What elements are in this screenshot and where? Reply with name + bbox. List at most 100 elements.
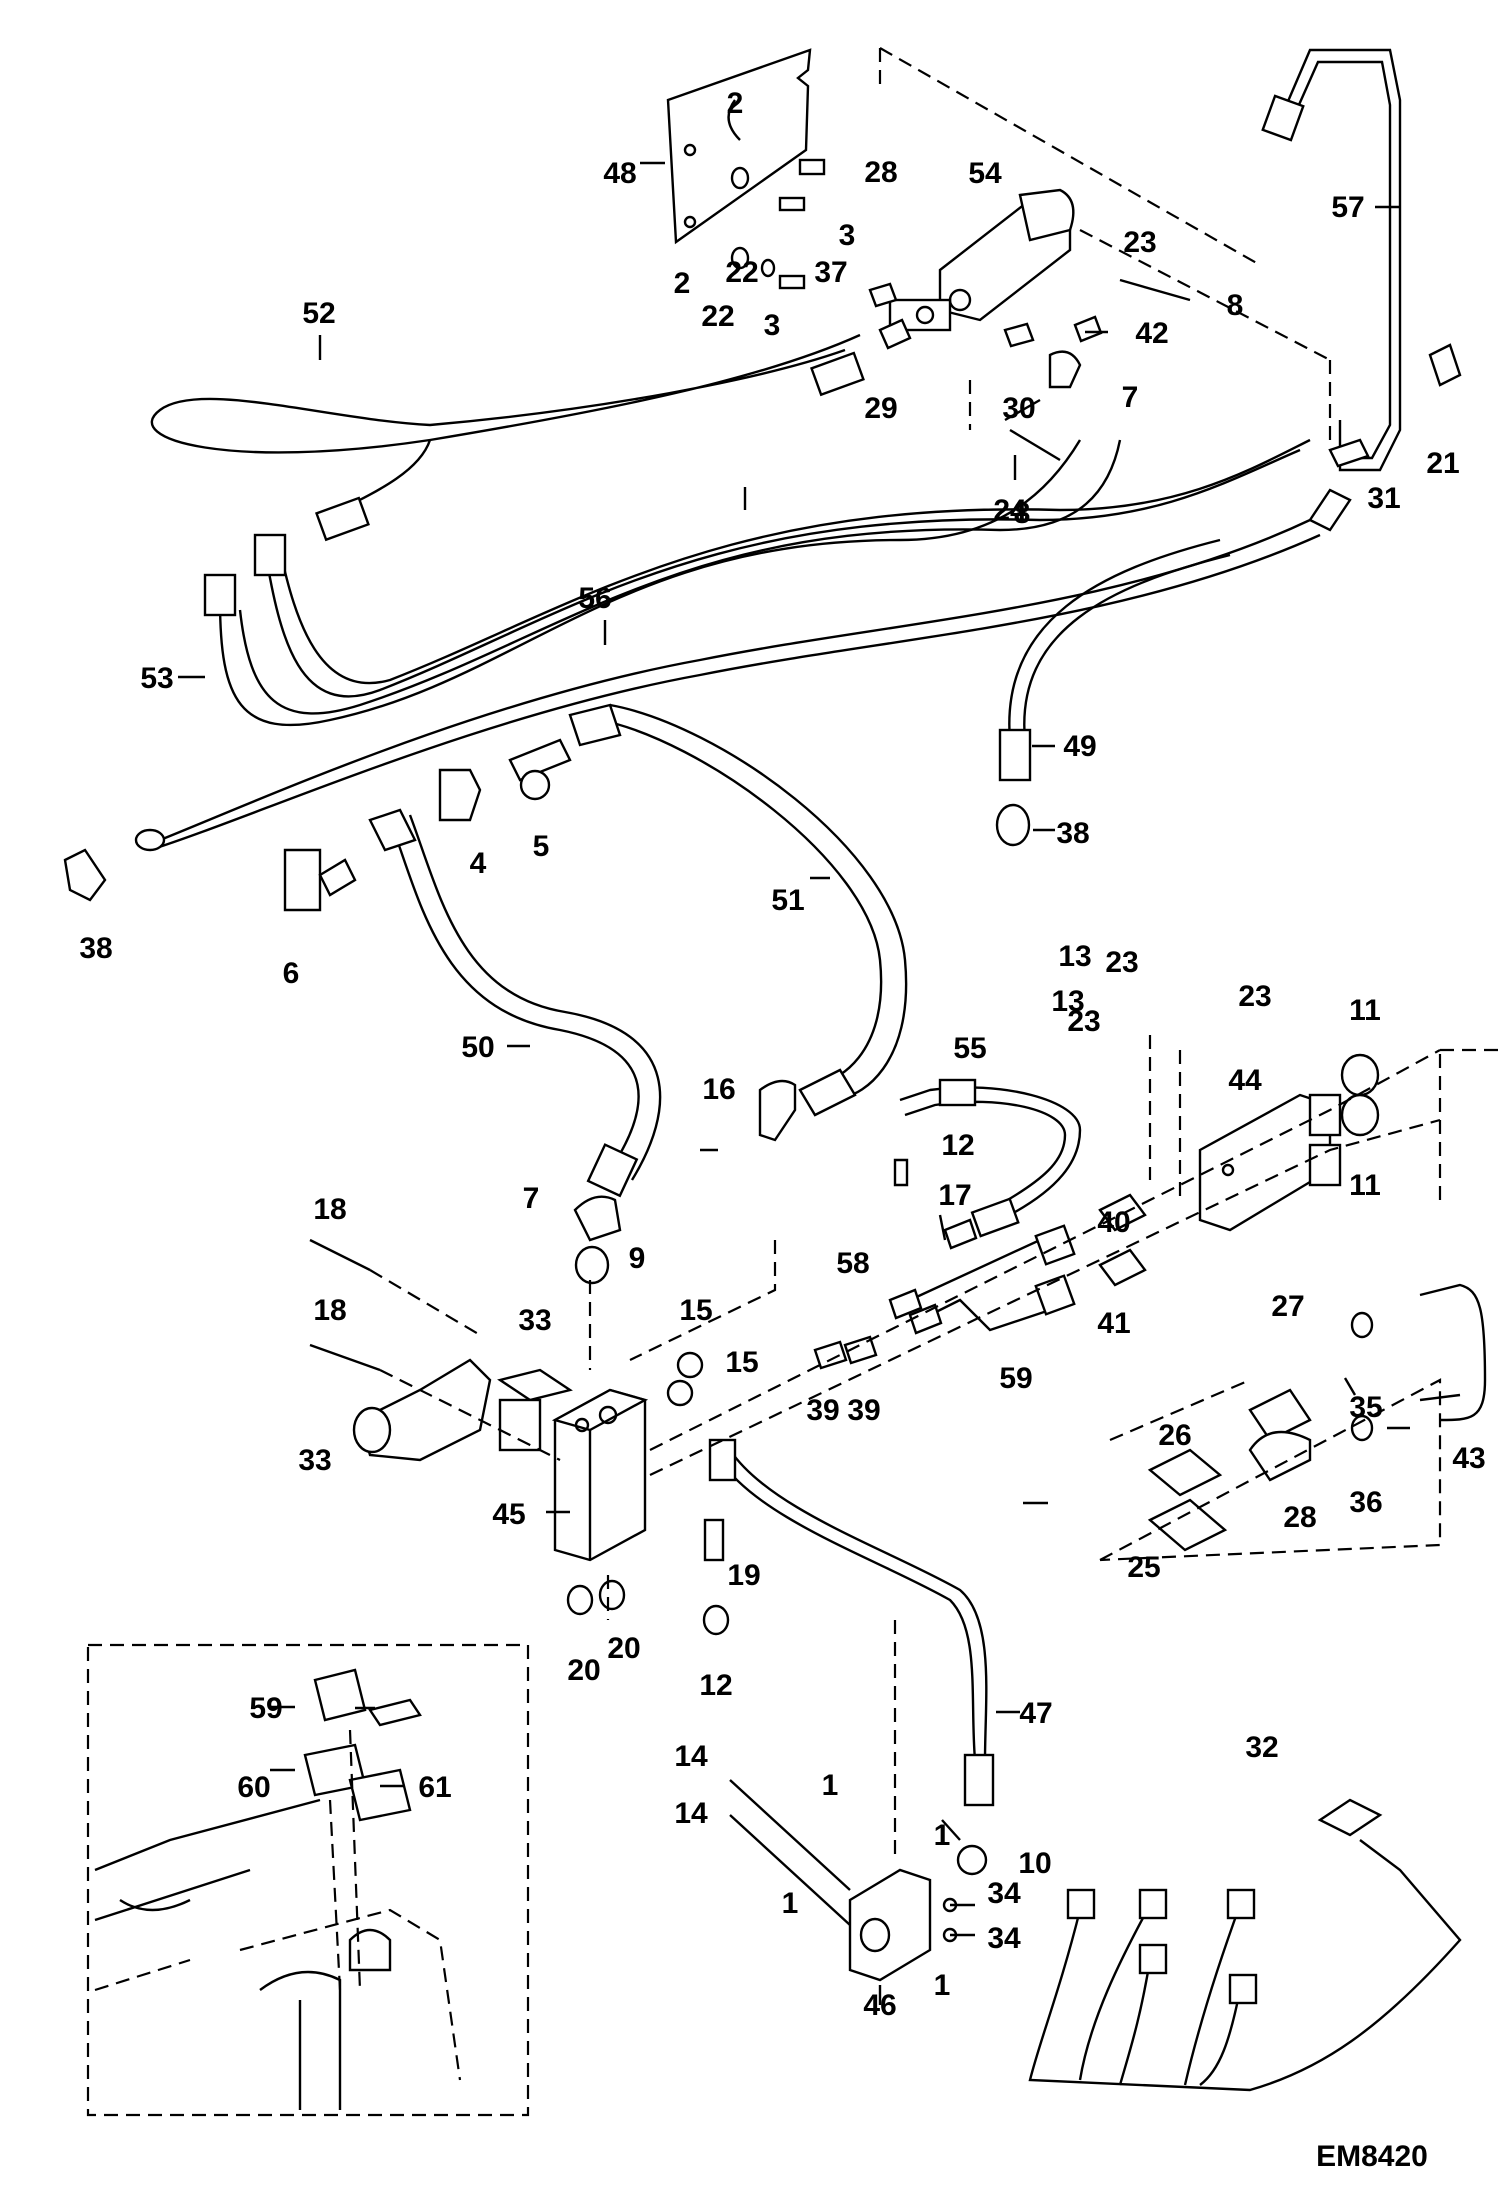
callout: 9 <box>629 1242 646 1275</box>
callout: 20 <box>567 1654 600 1687</box>
callout: 39 <box>847 1394 880 1427</box>
valve-44 <box>729 1779 988 1982</box>
callout: 43 <box>1452 1442 1485 1475</box>
hose-50 <box>150 333 865 542</box>
callout: 55 <box>953 1032 986 1065</box>
fitting-16 <box>758 1079 797 1142</box>
callout: 11 <box>1349 994 1381 1027</box>
callout: 38 <box>1056 817 1089 850</box>
callout: 41 <box>1097 1307 1130 1340</box>
callout: 22 <box>725 256 758 289</box>
tube-55 <box>1261 48 1462 472</box>
callout: 40 <box>1097 1206 1130 1239</box>
callout: 13 <box>1051 985 1084 1018</box>
callout: 54 <box>968 157 1002 190</box>
couplers-39 <box>1098 1193 1147 1287</box>
solenoid-32 <box>352 1358 573 1462</box>
callout: 21 <box>1426 447 1459 480</box>
fittings-19-12 <box>702 1158 909 1636</box>
callout: 48 <box>603 157 636 190</box>
callout: 61 <box>418 1771 451 1804</box>
callout: 45 <box>492 1498 525 1531</box>
hose-bundle <box>149 438 1352 852</box>
callout: 14 <box>674 1740 708 1773</box>
callout: 14 <box>674 1797 708 1830</box>
callout: 22 <box>701 300 734 333</box>
callout: 46 <box>863 1989 896 2022</box>
callout: 51 <box>771 884 804 917</box>
callout: 32 <box>1245 1731 1278 1764</box>
callout: 23 <box>1105 946 1138 979</box>
callout: 3 <box>839 219 856 252</box>
callout: 4 <box>470 847 487 880</box>
hose-49 <box>568 703 908 1117</box>
leader-lines <box>178 161 1410 2005</box>
callout: 58 <box>836 1247 869 1280</box>
callout: 3 <box>764 309 781 342</box>
callout: 12 <box>941 1129 974 1162</box>
callout: 60 <box>237 1771 270 1804</box>
callout: 28 <box>1283 1501 1316 1534</box>
callout: 59 <box>249 1692 282 1725</box>
fittings-38-56-17 <box>813 1218 978 1370</box>
callout: 20 <box>607 1632 640 1665</box>
callout: 47 <box>1019 1697 1052 1730</box>
rods-18 <box>309 1238 381 1372</box>
callout: 39 <box>806 1394 839 1427</box>
fittings-15 <box>666 1351 704 1407</box>
fittings-9-7-20 <box>566 1195 626 1616</box>
callout: 11 <box>1349 1169 1381 1202</box>
callout: 25 <box>1127 1551 1160 1584</box>
callout: 13 <box>1058 940 1091 973</box>
callout: 59 <box>999 1362 1032 1395</box>
callout: 56 <box>578 582 611 615</box>
callout: 37 <box>814 256 847 289</box>
callout: 7 <box>523 1182 540 1215</box>
fitting-36 <box>63 828 166 902</box>
callout: 19 <box>727 1559 760 1592</box>
callout: 1 <box>934 1969 951 2002</box>
callout: 23 <box>1238 980 1271 1013</box>
inset-detail <box>86 1643 530 2117</box>
callout: 31 <box>1367 482 1400 515</box>
callout: 16 <box>702 1073 735 1106</box>
callout: 50 <box>461 1031 494 1064</box>
callout: 2 <box>727 87 744 120</box>
callout: 26 <box>1158 1419 1191 1452</box>
mounting-plate <box>666 48 812 245</box>
callout: 23 <box>1067 1005 1100 1038</box>
callout: 12 <box>699 1669 732 1702</box>
wiring-harness <box>1028 1798 1462 2092</box>
callout: 33 <box>298 1444 331 1477</box>
callout: 53 <box>140 662 173 695</box>
callout: 29 <box>864 392 897 425</box>
bolt-set <box>730 158 826 290</box>
callout: 38 <box>79 932 112 965</box>
callout: 17 <box>938 1179 971 1212</box>
callout: 34 <box>987 1877 1021 1910</box>
hose-47 <box>995 538 1231 847</box>
hose-45 <box>708 1438 995 1807</box>
callout: 1 <box>822 1769 839 1802</box>
callout: 8 <box>1227 289 1244 322</box>
selector-valve <box>888 188 1075 332</box>
hose-48 <box>368 808 662 1198</box>
callout: 49 <box>1063 730 1096 763</box>
callout: 10 <box>1018 1847 1051 1880</box>
callout: 28 <box>864 156 897 189</box>
callout: 15 <box>679 1294 712 1327</box>
callout: 33 <box>518 1304 551 1337</box>
mid-fittings <box>283 738 572 912</box>
callout: 27 <box>1271 1290 1304 1323</box>
callout-labels: 1 1 1 1 2 2 3 3 4 5 6 7 7 8 8 9 10 11 11… <box>79 87 1485 2022</box>
hose-53 <box>899 1078 1082 1238</box>
callout: 34 <box>987 1922 1021 1955</box>
callout: 42 <box>1135 317 1168 350</box>
callout: 15 <box>725 1346 758 1379</box>
callout: 8 <box>1014 497 1031 530</box>
guide-lines <box>328 47 1498 1991</box>
callout: 23 <box>1123 226 1156 259</box>
callout: 6 <box>283 957 300 990</box>
callout: 1 <box>782 1887 799 1920</box>
